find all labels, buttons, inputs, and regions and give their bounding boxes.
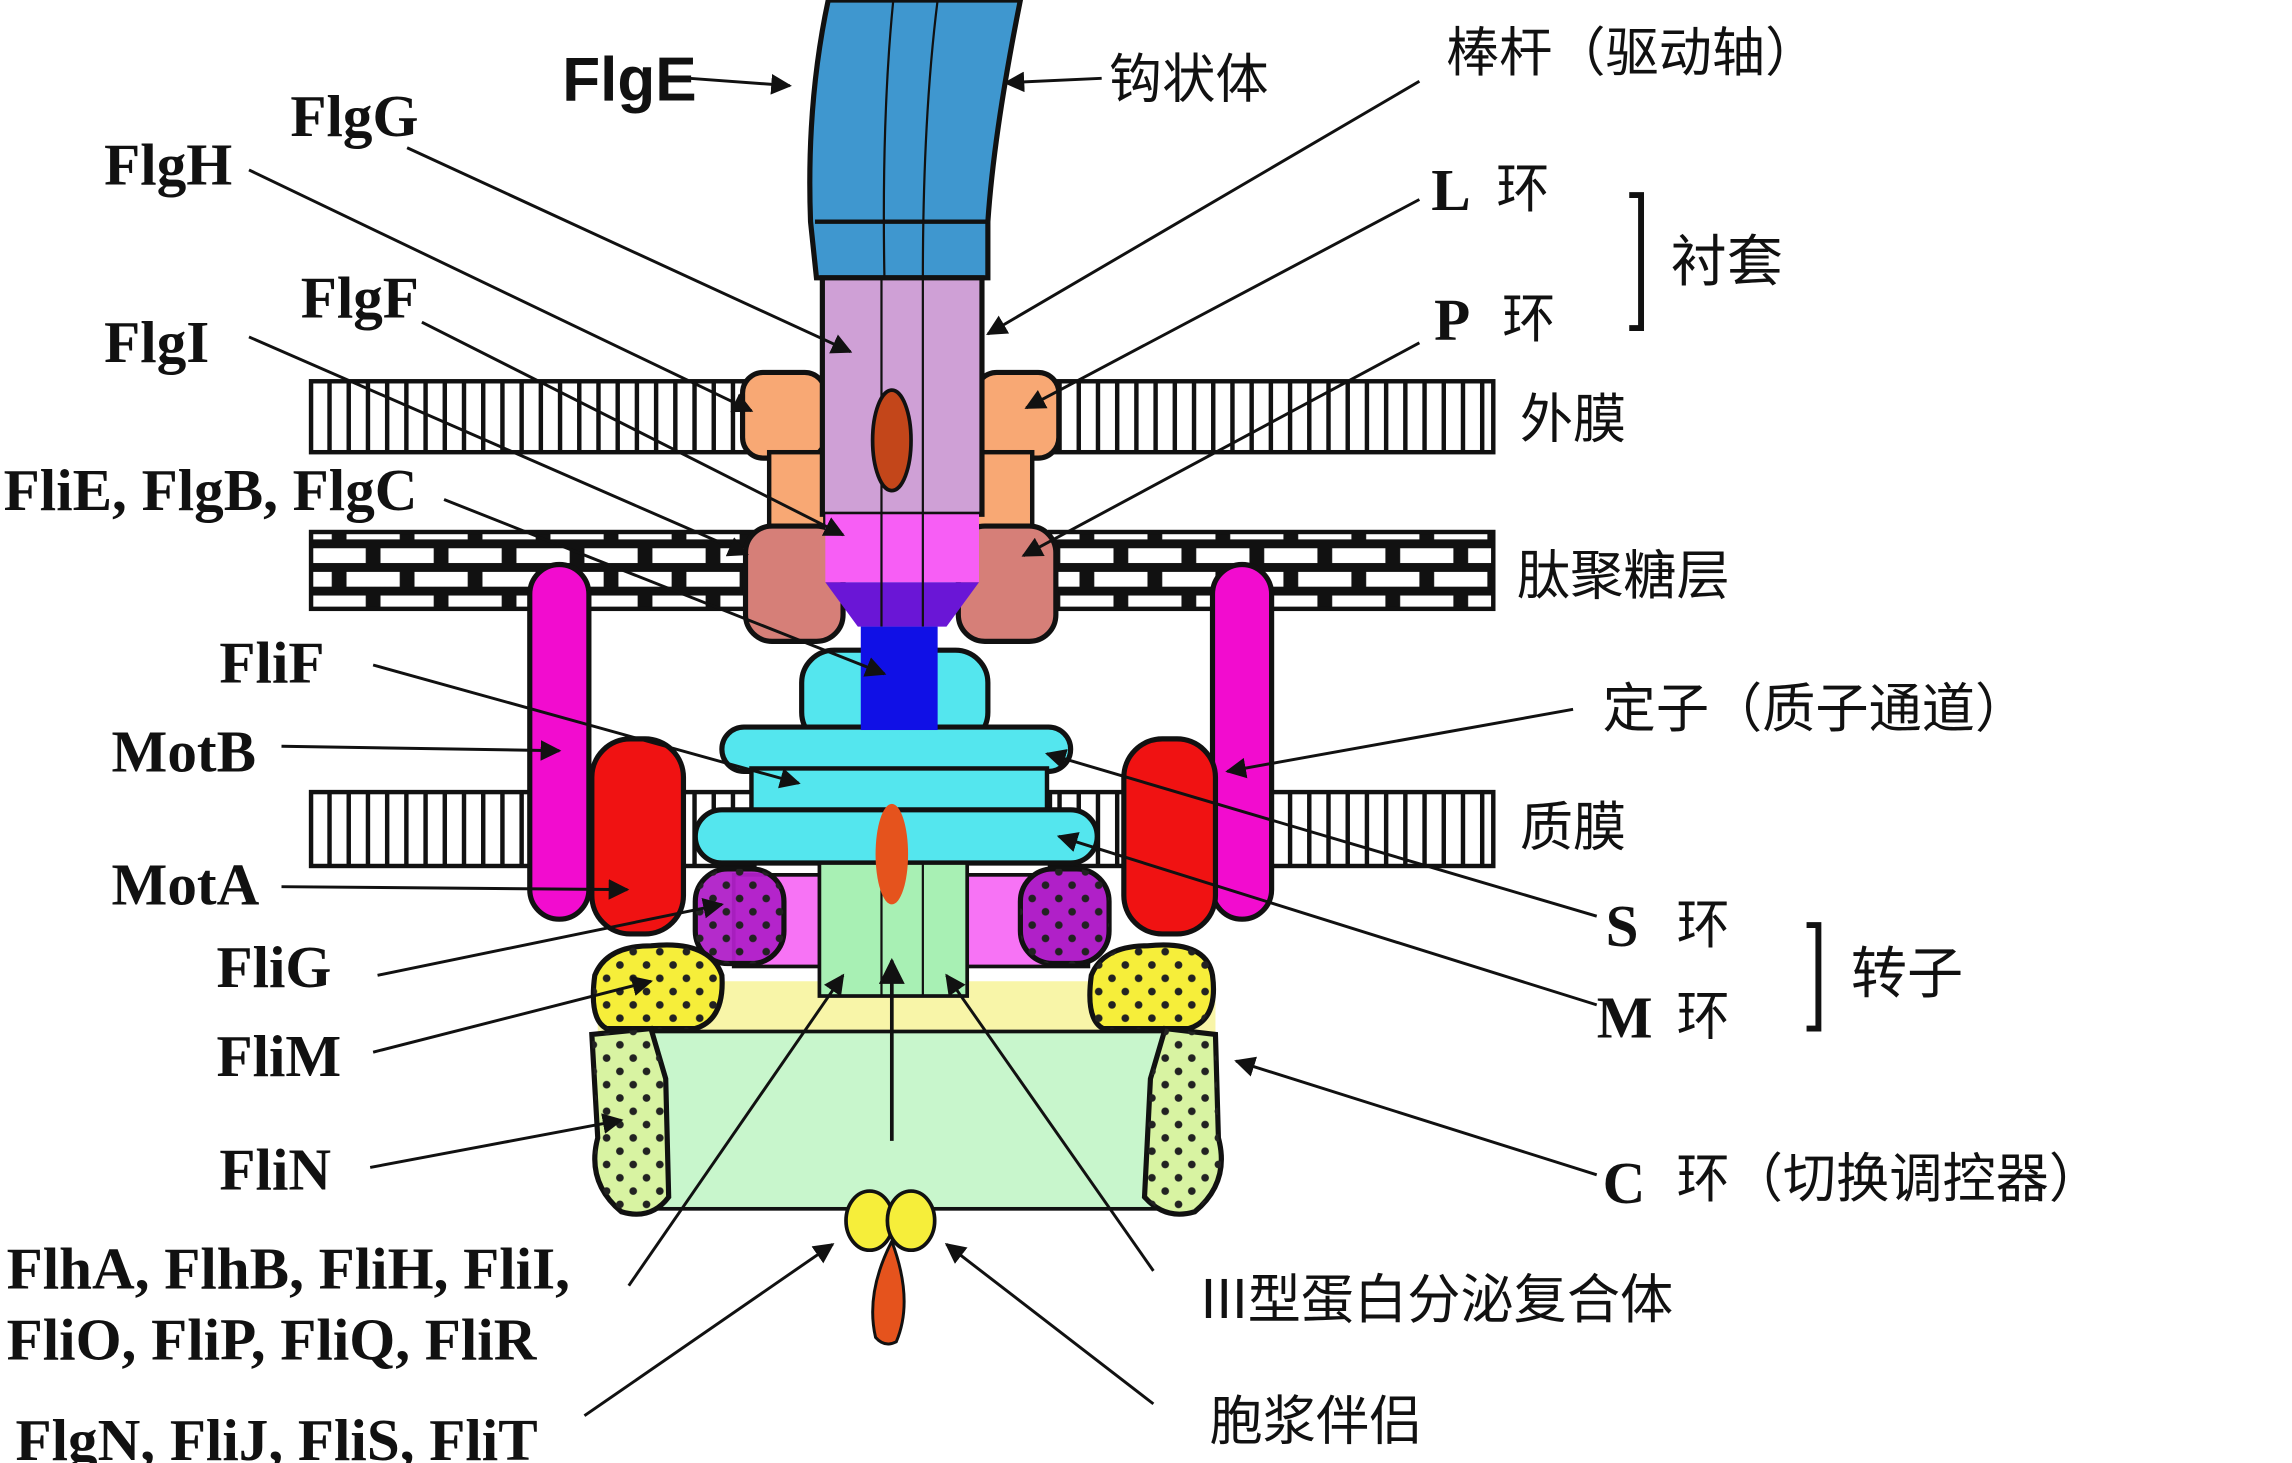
label-chaperone-proteins: FlgN, FliJ, FliS, FliT [16, 1407, 538, 1463]
motB-right [1209, 561, 1275, 922]
label-fliM: FliM [216, 1023, 341, 1089]
label-outer-membrane: 外膜 [1520, 388, 1626, 450]
motA-right [1121, 736, 1219, 937]
bushing-bracket [1629, 192, 1645, 332]
label-rod: 棒杆（驱动轴） [1446, 22, 1818, 84]
rotor-bracket [1806, 922, 1822, 1032]
l-ring [739, 369, 1062, 538]
label-c-ring-letter: C [1603, 1150, 1646, 1216]
label-s-ring-letter: S [1606, 893, 1639, 959]
label-stator: 定子（质子通道） [1603, 678, 2029, 740]
label-rotor: 转子 [1851, 942, 1963, 1007]
motA-left [589, 736, 687, 937]
label-c-ring-desc: 环（切换调控器） [1677, 1148, 2103, 1210]
label-l-ring-char: 环 [1496, 158, 1549, 220]
label-motB: MotB [112, 718, 256, 784]
label-flgI: FlgI [104, 309, 209, 375]
label-flgG: FlgG [290, 83, 418, 149]
label-chaperone: 胞浆伴侣 [1210, 1390, 1423, 1452]
label-fliN: FliN [219, 1137, 331, 1203]
label-fliF: FliF [219, 630, 324, 696]
label-m-ring-char: 环 [1677, 985, 1730, 1047]
label-peptidoglycan: 肽聚糖层 [1517, 545, 1730, 607]
hook [807, 0, 1024, 281]
label-m-ring-letter: M [1597, 984, 1653, 1050]
c-ring [589, 866, 1224, 1217]
rod-substrate [870, 388, 913, 493]
rod [819, 275, 985, 627]
stator-right [1121, 561, 1275, 937]
label-hook: 钩状体 [1109, 49, 1269, 111]
label-flgH: FlgH [104, 132, 232, 198]
label-bushing: 衬套 [1671, 230, 1783, 295]
outer-membrane [308, 379, 1496, 455]
label-fliE-flgB-flgC: FliE, FlgB, FlgC [4, 457, 418, 523]
label-s-ring-char: 环 [1677, 894, 1730, 956]
label-export-proteins-2: FliO, FliP, FliQ, FliR [7, 1307, 538, 1373]
cytoplasmic-chaperone [844, 1189, 937, 1346]
label-fliG: FliG [216, 934, 331, 1000]
label-export-proteins-1: FlhA, FlhB, FliH, FliI, [7, 1236, 570, 1302]
label-motA: MotA [112, 851, 260, 917]
export-channel [860, 626, 938, 731]
label-flgF: FlgF [301, 265, 419, 331]
label-plasma-membrane: 质膜 [1520, 796, 1626, 858]
label-flgE: FlgE [562, 45, 696, 114]
label-p-ring-letter: P [1434, 287, 1470, 353]
label-l-ring-letter: L [1431, 157, 1470, 223]
leader-lines [248, 71, 1598, 1417]
label-p-ring-char: 环 [1502, 288, 1555, 350]
motB-left [527, 561, 592, 922]
label-t3ss: III型蛋白分泌复合体 [1201, 1269, 1674, 1331]
export-substrate [875, 803, 909, 905]
